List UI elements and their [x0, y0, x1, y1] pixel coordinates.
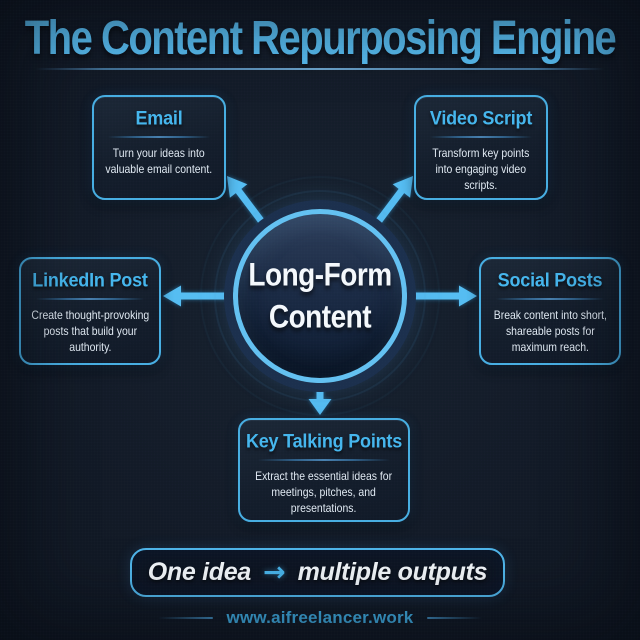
banner-text-right: multiple outputs: [297, 558, 488, 586]
center-node-label-line2: Content: [268, 298, 372, 335]
center-node-label-line1: Long-Form: [248, 256, 392, 293]
page-title: The Content Repurposing Engine: [24, 12, 617, 65]
right-arrow-icon: →: [262, 557, 286, 588]
arrow-to-email: [227, 176, 271, 233]
node-video-script: Video Script Transform key points into e…: [414, 95, 548, 200]
center-node: Long-Form Content: [233, 209, 407, 383]
summary-banner: One idea → multiple outputs: [130, 548, 505, 597]
arrow-to-key-talking-points: [308, 378, 332, 415]
center-node-label: Long-Form Content: [248, 254, 392, 338]
node-linkedin-post-title: LinkedIn Post: [32, 269, 148, 291]
node-social-posts-title: Social Posts: [497, 269, 603, 291]
node-email-divider: [108, 136, 210, 138]
node-linkedin-post-divider: [36, 298, 144, 300]
arrow-to-video-script: [369, 176, 413, 233]
node-key-talking-points: Key Talking Points Extract the essential…: [238, 418, 410, 522]
node-key-talking-points-divider: [258, 459, 390, 461]
node-video-script-divider: [430, 136, 532, 138]
node-video-script-title: Video Script: [429, 107, 533, 129]
node-social-posts-description: Break content into short, shareable post…: [493, 308, 607, 355]
node-video-script-description: Transform key points into engaging video…: [432, 146, 530, 193]
node-email-description: Turn your ideas into valuable email cont…: [105, 146, 213, 177]
title-divider: [35, 68, 605, 70]
footer-divider-right: [427, 617, 483, 619]
footer: www.aifreelancer.work: [0, 608, 640, 628]
website-url: www.aifreelancer.work: [226, 608, 414, 627]
arrow-to-social-posts: [406, 285, 477, 307]
footer-divider-left: [157, 617, 213, 619]
node-linkedin-post-description: Create thought-provoking posts that buil…: [31, 308, 149, 355]
arrow-to-linkedin-post: [163, 285, 234, 307]
node-email: Email Turn your ideas into valuable emai…: [92, 95, 226, 200]
node-social-posts-divider: [496, 298, 604, 300]
node-social-posts: Social Posts Break content into short, s…: [479, 257, 621, 365]
node-email-title: Email: [135, 107, 183, 129]
node-linkedin-post: LinkedIn Post Create thought-provoking p…: [19, 257, 161, 365]
node-key-talking-points-title: Key Talking Points: [245, 430, 403, 452]
node-key-talking-points-description: Extract the essential ideas for meetings…: [255, 469, 393, 516]
banner-text-left: One idea: [147, 558, 252, 586]
